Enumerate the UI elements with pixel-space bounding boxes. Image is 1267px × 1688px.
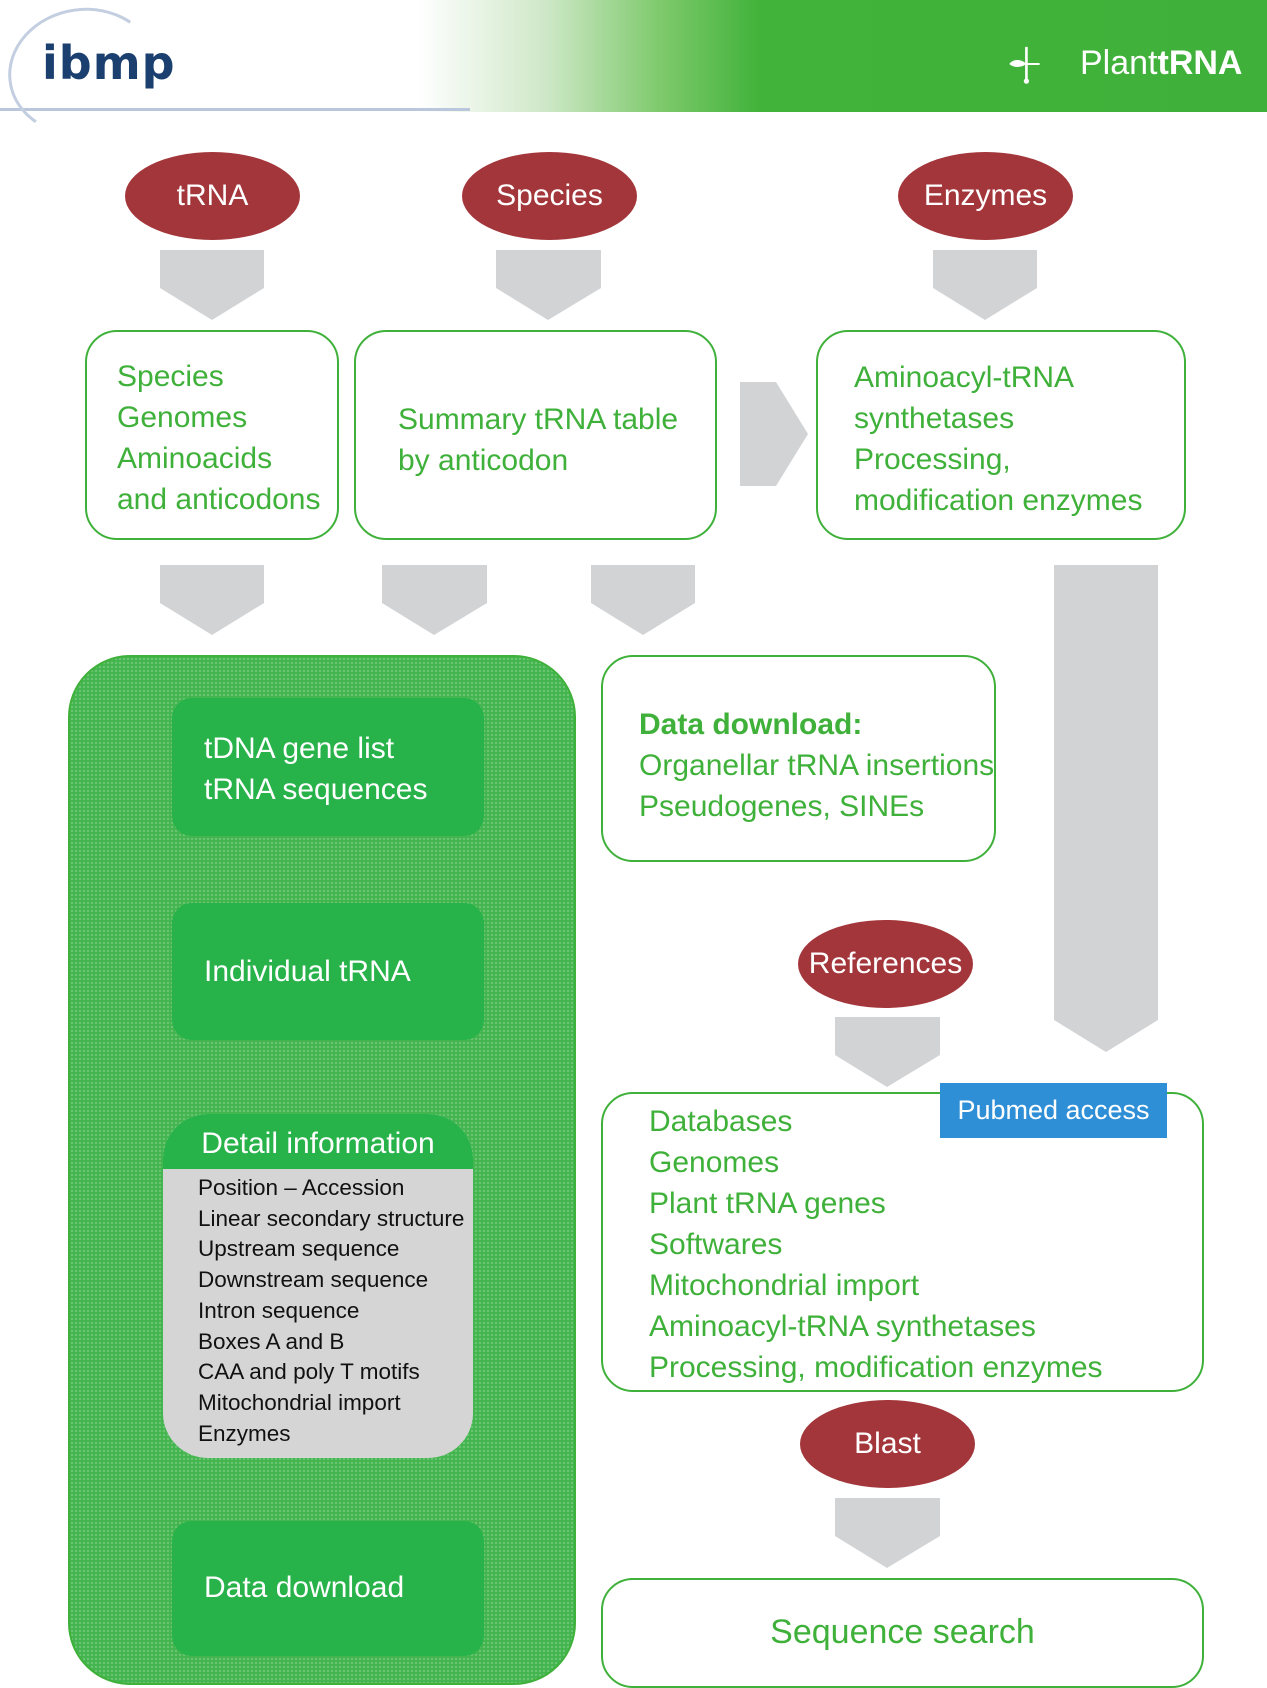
data-download-line: Organellar tRNA insertions	[639, 749, 995, 782]
summary-box-line: by anticodon	[398, 444, 569, 477]
references-oval[interactable]: References	[798, 920, 973, 1008]
enzymes-box-line: synthetases	[854, 402, 1015, 435]
arrow-right-to-enzymes	[740, 382, 808, 486]
ibmp-logo-text: ibmp	[42, 36, 176, 90]
header-banner	[0, 0, 1267, 112]
tdna-box-line: tDNA gene list	[204, 732, 395, 765]
species-oval-label: Species	[496, 179, 603, 212]
detail-information-title: Detail information	[163, 1114, 473, 1169]
arrow-trna-down	[160, 250, 264, 320]
sequence-search-box[interactable]: Sequence search	[601, 1578, 1204, 1688]
arrow-summary-right-down	[591, 565, 695, 635]
species-box[interactable]: Species Genomes Aminoacids and anticodon…	[85, 330, 339, 540]
plant-icon	[1009, 46, 1040, 84]
tdna-box-line: tRNA sequences	[204, 773, 428, 806]
detail-item: Position – Accession	[198, 1175, 405, 1200]
detail-information-box[interactable]: Detail information Position – Accession …	[163, 1114, 473, 1458]
references-item: Processing, modification enzymes	[649, 1351, 1103, 1384]
references-item: Aminoacyl-tRNA synthetases	[649, 1310, 1036, 1343]
arrow-references-down	[835, 1017, 940, 1087]
detail-item: Upstream sequence	[198, 1236, 400, 1262]
references-oval-label: References	[808, 947, 963, 980]
arrow-enzymes-long-down	[1054, 565, 1158, 1052]
detail-information-list: Position – Accession Linear secondary st…	[163, 1169, 473, 1449]
trna-oval-label: tRNA	[176, 179, 249, 212]
data-download-green-box[interactable]: Data download	[172, 1521, 484, 1656]
individual-trna-label: Individual tRNA	[204, 955, 411, 988]
arrow-summary-left-down	[382, 565, 487, 635]
arrow-blast-down	[835, 1498, 940, 1568]
enzymes-oval[interactable]: Enzymes	[898, 152, 1073, 240]
detail-item: CAA and poly T motifs	[198, 1359, 420, 1385]
arrow-species-box-down	[160, 565, 264, 635]
summary-box[interactable]: Summary tRNA table by anticodon	[354, 330, 717, 540]
detail-item: Intron sequence	[198, 1297, 360, 1323]
arrow-species-down	[496, 250, 601, 320]
data-download-box[interactable]: Data download: Organellar tRNA insertion…	[601, 655, 996, 862]
references-item: Softwares	[649, 1228, 783, 1261]
references-item: Mitochondrial import	[649, 1269, 920, 1302]
references-item: Databases	[649, 1105, 793, 1138]
tdna-gene-list-box[interactable]: tDNA gene list tRNA sequences	[172, 698, 484, 836]
summary-box-line: Summary tRNA table	[398, 403, 679, 436]
detail-item: Downstream sequence	[198, 1267, 429, 1293]
enzymes-box[interactable]: Aminoacyl-tRNA synthetases Processing, m…	[816, 330, 1186, 540]
header-divider	[0, 108, 470, 111]
enzymes-box-line: Aminoacyl-tRNA	[854, 361, 1075, 394]
pubmed-access-label: Pubmed access	[957, 1095, 1150, 1125]
pubmed-access-button[interactable]: Pubmed access	[940, 1083, 1167, 1138]
plant-logo-suffix: tRNA	[1157, 44, 1243, 82]
enzymes-box-line: modification enzymes	[854, 484, 1143, 517]
data-download-title: Data download:	[639, 708, 863, 741]
arrow-enzymes-down	[933, 250, 1037, 320]
blast-oval-label: Blast	[854, 1427, 921, 1460]
references-box[interactable]: Databases Genomes Plant tRNA genes Softw…	[601, 1092, 1204, 1392]
individual-trna-box[interactable]: Individual tRNA	[172, 903, 484, 1040]
blast-oval[interactable]: Blast	[800, 1400, 975, 1488]
data-download-green-label: Data download	[204, 1571, 405, 1604]
detail-item: Linear secondary structure	[198, 1205, 465, 1231]
detail-item: Mitochondrial import	[198, 1389, 401, 1415]
ibmp-logo: ibmp	[42, 36, 176, 90]
references-item: Genomes	[649, 1146, 780, 1179]
species-box-line: and anticodons	[117, 483, 321, 516]
enzymes-box-line: Processing,	[854, 443, 1011, 476]
plant-trna-logo: PlanttRNA	[1080, 44, 1242, 83]
references-item: Plant tRNA genes	[649, 1187, 886, 1220]
trna-oval[interactable]: tRNA	[125, 152, 300, 240]
species-box-line: Species	[117, 360, 224, 393]
data-download-line: Pseudogenes, SINEs	[639, 790, 925, 823]
sequence-search-label: Sequence search	[770, 1613, 1035, 1651]
species-box-line: Aminoacids	[117, 442, 273, 475]
species-box-line: Genomes	[117, 401, 248, 434]
detail-item: Boxes A and B	[198, 1328, 345, 1354]
species-oval[interactable]: Species	[462, 152, 637, 240]
detail-item: Enzymes	[198, 1420, 291, 1446]
plant-logo-prefix: Plant	[1080, 44, 1158, 82]
enzymes-oval-label: Enzymes	[923, 179, 1048, 212]
